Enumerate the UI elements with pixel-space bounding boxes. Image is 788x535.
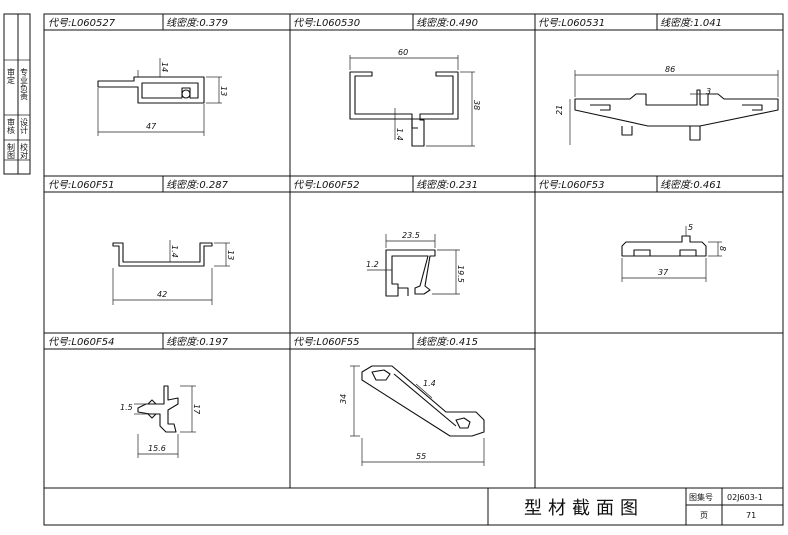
profile-l060527 <box>97 58 222 136</box>
cell3-code: 代号:L060531 <box>538 17 605 29</box>
cell5-dim-3: 19.5 <box>456 265 465 283</box>
cell1-weight: 线密度:0.379 <box>166 17 228 29</box>
side-label-1: 专业负责 <box>20 67 29 101</box>
cell4-weight: 线密度:0.287 <box>166 179 229 191</box>
cell6-dim-1: 5 <box>688 223 693 232</box>
cell3-weight: 线密度:1.041 <box>660 17 722 29</box>
cell1-dim-2: 13 <box>219 86 228 96</box>
cell2-code: 代号:L060530 <box>293 17 360 29</box>
cell5-dim-1: 23.5 <box>402 231 420 240</box>
side-label-3: 校对 <box>20 142 29 159</box>
cell4-code: 代号:L060F51 <box>48 179 115 191</box>
sheet-grid <box>43 13 784 526</box>
cell4-dim-3: 42 <box>157 290 167 299</box>
cell5-dim-2: 1.2 <box>366 260 379 269</box>
profile-l060f53 <box>621 226 722 282</box>
page-label: 页 <box>700 511 708 520</box>
cell4-dim-2: 13 <box>226 250 235 260</box>
cell3-dim-2: 3 <box>706 87 711 96</box>
cell7-dim-1: 1.5 <box>120 403 133 412</box>
cell3-dim-1: 86 <box>665 65 675 74</box>
cell1-code: 代号:L060527 <box>48 17 116 29</box>
title-block <box>487 487 784 526</box>
cell7-dim-3: 15.6 <box>148 444 166 453</box>
atlas-number-label: 图集号 <box>689 492 713 502</box>
cell6-dim-2: 8 <box>718 246 727 251</box>
side-label-2: 设计 <box>20 117 29 135</box>
cell8-dim-3: 55 <box>416 452 426 461</box>
cell6-code: 代号:L060F53 <box>538 179 605 191</box>
profile-l060531 <box>569 70 779 145</box>
drawing-title: 型材截面图 <box>524 498 644 519</box>
side-label-6: 制图 <box>7 142 16 160</box>
profile-l060f54 <box>134 385 196 458</box>
cell2-dim-3: 1.4 <box>395 128 404 141</box>
cell1-dim-3: 47 <box>146 122 157 131</box>
profile-l060f52 <box>367 234 460 297</box>
cell7-dim-2: 17 <box>192 404 201 415</box>
cell8-code: 代号:L060F55 <box>293 336 360 348</box>
cell6-dim-3: 37 <box>658 268 669 277</box>
cell1-dim-1: 14 <box>160 62 169 72</box>
cell2-dim-2: 38 <box>472 100 481 110</box>
page-number: 71 <box>746 511 756 520</box>
cell4-dim-1: 1.4 <box>170 245 179 258</box>
side-label-4: 审定 <box>7 67 16 85</box>
profile-l060f51 <box>112 240 230 305</box>
profile-l060f55 <box>350 365 485 466</box>
profile-l060530 <box>349 55 475 147</box>
cell5-weight: 线密度:0.231 <box>416 179 478 191</box>
cell2-dim-1: 60 <box>398 48 408 57</box>
cell8-weight: 线密度:0.415 <box>416 336 478 348</box>
cell7-weight: 线密度:0.197 <box>166 336 229 348</box>
cell8-dim-1: 34 <box>339 394 348 404</box>
side-label-5: 审核 <box>7 117 16 135</box>
cell5-code: 代号:L060F52 <box>293 179 360 191</box>
cell6-weight: 线密度:0.461 <box>660 179 722 191</box>
cell2-weight: 线密度:0.490 <box>416 17 478 29</box>
cell8-dim-2: 1.4 <box>423 379 436 388</box>
atlas-number-value: 02J603-1 <box>727 493 763 502</box>
cell3-dim-3: 21 <box>555 105 564 115</box>
side-signature-panel: 专业负责 设计 校对 审定 审核 制图 <box>3 13 31 175</box>
cell7-code: 代号:L060F54 <box>48 336 115 348</box>
